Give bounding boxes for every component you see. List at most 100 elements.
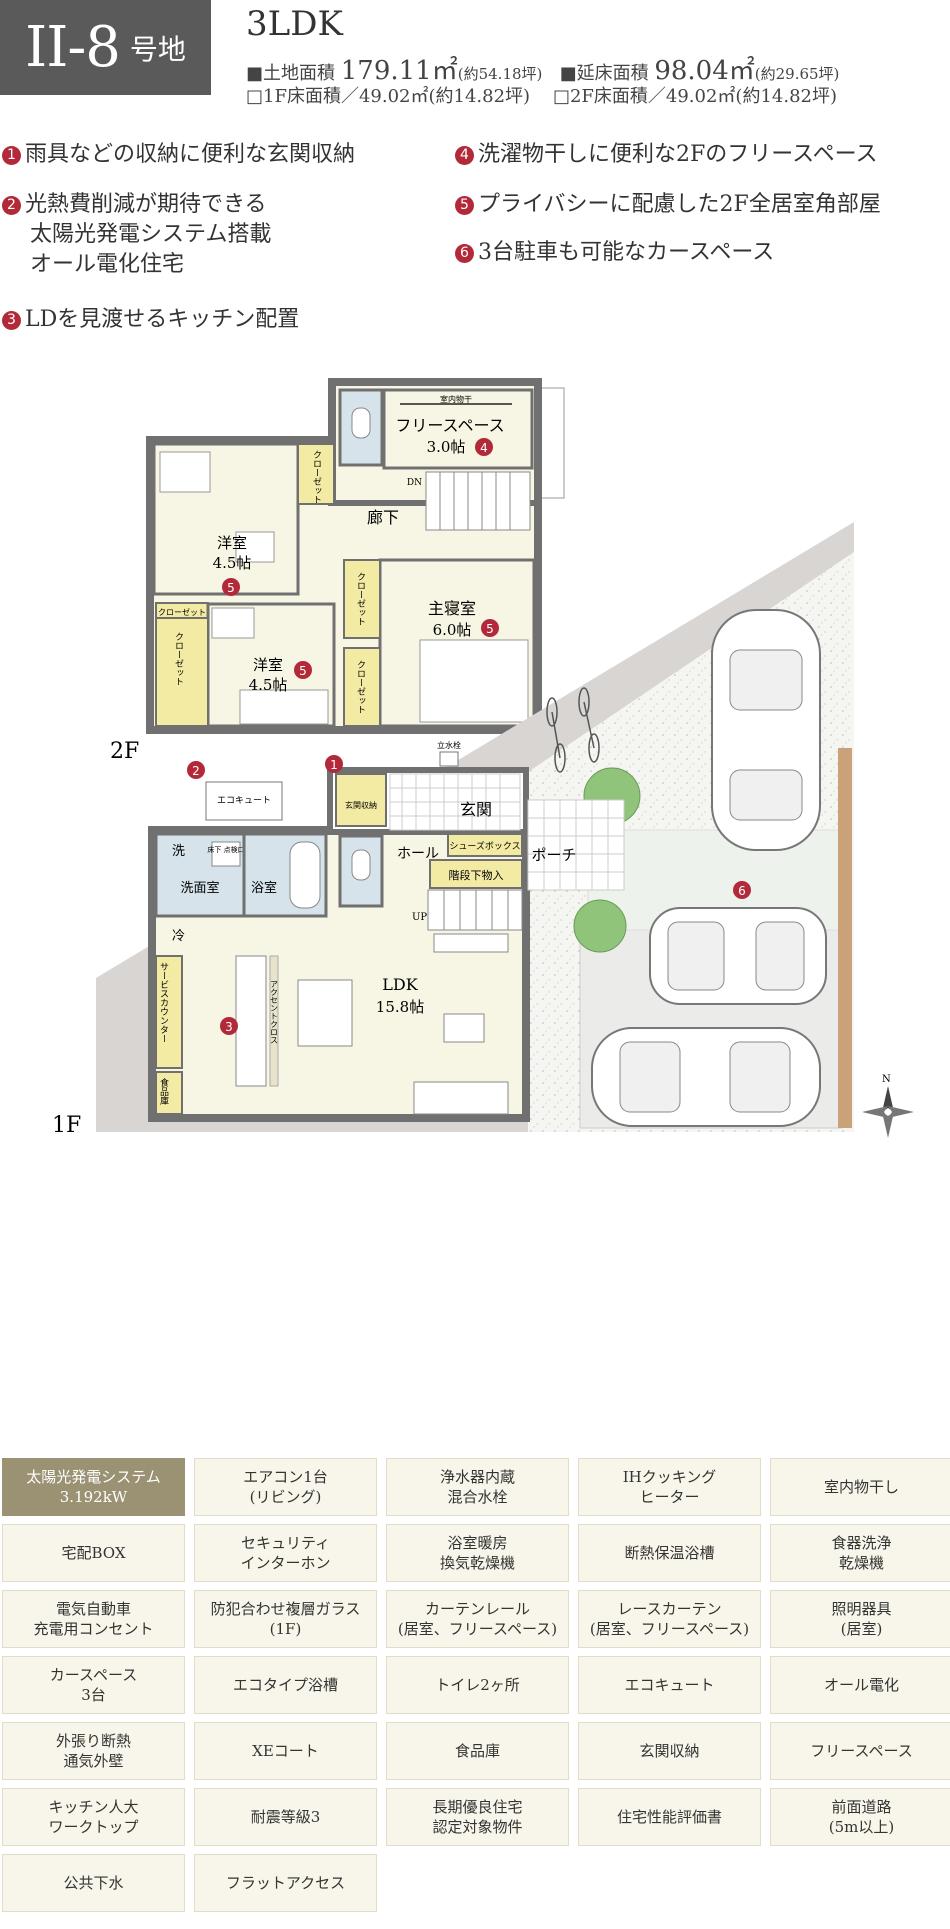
equipment-chip-label: 公共下水 xyxy=(63,1874,124,1892)
stairs-dn-label: DN xyxy=(407,478,422,488)
lot-number: II-8 xyxy=(25,15,121,80)
equipment-chip: 住宅性能評価書 xyxy=(578,1788,761,1846)
feature-badge: 3 xyxy=(2,311,21,330)
equipment-chip-label: フラットアクセス xyxy=(225,1874,346,1892)
shoes-box-label: シューズボックス xyxy=(449,840,520,852)
tv-board xyxy=(433,933,509,953)
washroom-label: 洗面室 xyxy=(180,880,219,896)
equipment-chip: エコタイプ浴槽 xyxy=(194,1656,377,1714)
callout-5a xyxy=(222,578,240,596)
underfloor-label: 床下 点検口 xyxy=(207,845,244,854)
free-space-label: フリースペース xyxy=(395,416,504,435)
svg-text:5: 5 xyxy=(227,581,235,595)
equipment-chip: セキュリティ インターホン xyxy=(194,1524,377,1582)
equipment-chip: 玄関収納 xyxy=(578,1722,761,1780)
floor-1f: 6 N xyxy=(52,522,914,1138)
equipment-chip-label: フリースペース xyxy=(810,1742,913,1760)
equipment-chip: カースペース 3台 xyxy=(2,1656,185,1714)
land-area-value: 179.11㎡ xyxy=(340,56,458,86)
bathroom-label: 浴室 xyxy=(251,880,277,896)
equipment-chip: 浄水器内蔵 混合水栓 xyxy=(386,1458,569,1516)
equipment-chip: 外張り断熱 通気外壁 xyxy=(2,1722,185,1780)
closet-a-label: クローゼット xyxy=(311,450,322,504)
entrance-tiles xyxy=(389,773,521,831)
equipment-chip: 公共下水 xyxy=(2,1854,185,1912)
equipment-chip: トイレ2ヶ所 xyxy=(386,1656,569,1714)
equipment-chip: エコキュート xyxy=(578,1656,761,1714)
service-counter-label: サービスカウンター xyxy=(158,962,169,1043)
equipment-chip: 前面道路 (5m以上) xyxy=(770,1788,950,1846)
fridge-label: 冷 xyxy=(172,929,185,944)
fence xyxy=(838,748,852,1128)
equipment-chip-label: 食品庫 xyxy=(454,1742,500,1760)
equipment-chip: 防犯合わせ複層ガラス (1F) xyxy=(194,1590,377,1648)
floor-2f: 室内物干 フリースペース 3.0帖 4 DN 廊下 クローゼット 洋室 4.5帖… xyxy=(110,378,565,764)
faucet-icon xyxy=(439,751,459,767)
equipment-chip-label: 浄水器内蔵 混合水栓 xyxy=(439,1468,515,1506)
floor-plan: 室内物干 フリースペース 3.0帖 4 DN 廊下 クローゼット 洋室 4.5帖… xyxy=(52,378,914,1138)
equipment-chip-label: 宅配BOX xyxy=(61,1544,126,1562)
svg-text:5: 5 xyxy=(486,622,494,636)
closet-master-top xyxy=(343,559,381,639)
svg-text:6: 6 xyxy=(738,884,746,898)
equipment-chip-label: 食器洗浄 乾燥機 xyxy=(831,1534,892,1572)
accent-cross-label: アクセントクロス xyxy=(270,980,279,1044)
equipment-chip-label: 照明器具 (居室) xyxy=(831,1600,892,1638)
equipment-chip-label: 長期優良住宅 認定対象物件 xyxy=(432,1798,523,1836)
floor-area-tsubo: (約29.65坪) xyxy=(754,65,840,83)
callout-6 xyxy=(733,881,751,899)
western-room-b-size: 4.5帖 xyxy=(249,676,288,694)
desk-a xyxy=(235,531,275,563)
car-top xyxy=(711,609,821,851)
indoor-dry-label: 室内物干 xyxy=(440,394,472,404)
corridor-label: 廊下 xyxy=(367,508,399,527)
entrance-storage-label: 玄関収納 xyxy=(345,800,377,810)
service-counter xyxy=(155,955,183,1069)
feature-badge: 6 xyxy=(455,244,474,263)
master-bedroom-size: 6.0帖 xyxy=(433,621,472,639)
equipment-chip-label: 外張り断熱 通気外壁 xyxy=(55,1732,131,1770)
equipment-chip: 長期優良住宅 認定対象物件 xyxy=(386,1788,569,1846)
layout-type: 3LDK xyxy=(246,4,343,44)
area-summary: ■土地面積 179.11㎡(約54.18坪) ■延床面積 98.04㎡(約29.… xyxy=(246,50,839,87)
pantry xyxy=(155,1071,183,1115)
feature-badge: 4 xyxy=(455,146,474,165)
closet-b xyxy=(155,617,209,727)
car-middle xyxy=(649,907,827,1005)
sofa xyxy=(413,1081,509,1115)
floor-area-label: ■延床面積 xyxy=(559,63,649,84)
svg-text:2: 2 xyxy=(192,764,200,778)
ldk-size: 15.8帖 xyxy=(376,998,424,1016)
equipment-chip: 室内物干し xyxy=(770,1458,950,1516)
equipment-chip-label: 耐震等級3 xyxy=(250,1808,321,1826)
equipment-chip-label: 玄関収納 xyxy=(639,1742,700,1760)
land-area-label: ■土地面積 xyxy=(246,63,336,84)
toilet-1f-icon xyxy=(351,849,371,881)
callout-3 xyxy=(220,1017,238,1035)
equipment-chip-label: IHクッキング ヒーター xyxy=(622,1468,717,1506)
equipment-chip-label: キッチン人大 ワークトップ xyxy=(48,1798,139,1836)
floor2-area: □2F床面積／49.02㎡(約14.82坪) xyxy=(552,86,838,107)
toilet-2f-icon xyxy=(351,407,371,439)
equipment-chip: 浴室暖房 換気乾燥機 xyxy=(386,1524,569,1582)
free-space-size: 3.0帖 xyxy=(427,438,466,456)
coffee-table xyxy=(443,1013,485,1043)
stair-storage xyxy=(429,859,523,889)
stairs-2f xyxy=(425,471,531,531)
porch-tiles xyxy=(527,799,625,891)
bed-b xyxy=(239,689,329,725)
land-area-tsubo: (約54.18坪) xyxy=(457,65,543,83)
callout-4 xyxy=(475,438,493,456)
equipment-chip-label: エコタイプ浴槽 xyxy=(232,1676,338,1694)
western-room-a-size: 4.5帖 xyxy=(213,554,252,572)
svg-text:1: 1 xyxy=(330,758,338,772)
entrance-label: 玄関 xyxy=(460,800,492,819)
hall-label: ホール xyxy=(397,846,439,862)
callout-5b xyxy=(294,661,312,679)
equipment-chip-label: 防犯合わせ複層ガラス (1F) xyxy=(210,1600,361,1638)
toilet-1f xyxy=(338,834,384,908)
eco-cute-label: エコキュート xyxy=(217,796,271,806)
equipment-chip-label: エコキュート xyxy=(624,1676,715,1694)
